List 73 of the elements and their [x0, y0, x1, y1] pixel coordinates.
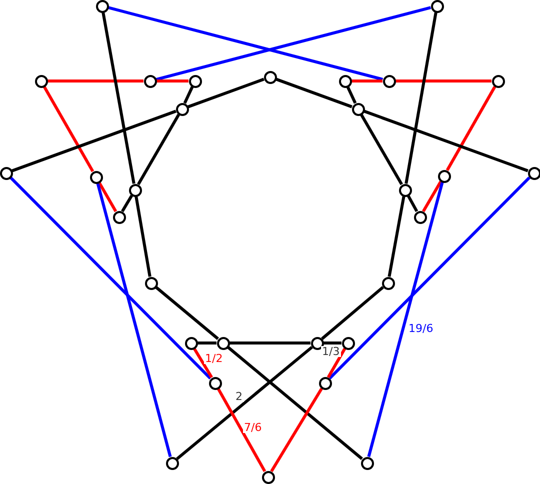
vertex-circle — [144, 74, 156, 88]
line-segment — [326, 348, 346, 378]
vertex-circle — [310, 336, 324, 350]
line-segment — [230, 342, 310, 344]
line-segment — [137, 114, 180, 186]
vertex-circle — [438, 170, 450, 182]
line-segment — [422, 180, 442, 212]
edge-label: 2 — [234, 390, 244, 402]
line-segment — [121, 194, 133, 212]
line-segment — [364, 110, 528, 172]
vertex-circle — [382, 74, 396, 88]
vertex-circle — [398, 184, 412, 196]
line-segment — [176, 346, 313, 460]
line-segment — [96, 182, 172, 458]
edge-label: 7/6 — [243, 422, 263, 432]
vertex-circle — [492, 74, 504, 88]
line-segment — [360, 114, 403, 186]
line-segment — [188, 78, 264, 108]
vertex-circle — [352, 102, 364, 116]
edge-label: 19/6 — [408, 322, 434, 334]
line-segment — [346, 86, 357, 104]
line-segment — [367, 182, 444, 458]
line-segment — [48, 80, 144, 82]
vertex-circle — [176, 102, 188, 116]
line-segment — [98, 182, 118, 212]
line-segment — [324, 342, 342, 344]
line-segment — [10, 176, 212, 380]
line-segment — [193, 348, 213, 378]
vertex-circle — [318, 376, 332, 390]
vertex-circle — [188, 74, 202, 88]
vertex-circle — [360, 456, 374, 470]
line-segment — [396, 80, 492, 82]
line-segment — [134, 196, 152, 277]
vertex-circle — [216, 336, 230, 350]
line-segment — [270, 388, 323, 472]
vertex-circle — [144, 276, 158, 290]
line-segment — [216, 388, 266, 472]
line-segment — [42, 86, 94, 172]
vertex-circle — [528, 166, 540, 180]
line-segment — [108, 6, 384, 81]
vertex-circle — [382, 276, 394, 290]
vertex-circle — [128, 184, 142, 196]
line-segment — [198, 342, 216, 344]
line-segment — [276, 78, 352, 108]
vertex-circle — [112, 210, 126, 224]
vertex-circle — [96, 0, 108, 12]
line-segment — [183, 86, 194, 104]
line-segment — [406, 194, 418, 212]
vertex-circle — [0, 166, 12, 180]
line-segment — [227, 346, 363, 460]
line-segment — [156, 6, 432, 81]
vertex-circle — [414, 210, 426, 224]
line-segment — [404, 12, 438, 184]
line-segment — [352, 80, 382, 82]
line-segment — [328, 176, 530, 380]
vertex-circle — [264, 70, 276, 84]
line-segment — [155, 286, 219, 340]
line-segment — [12, 110, 176, 172]
line-segment — [446, 86, 496, 172]
line-segment — [321, 286, 384, 340]
edge-label: 1/2 — [204, 352, 224, 364]
edge-label: 1/3 — [321, 346, 341, 356]
vertex-circle — [342, 336, 354, 350]
vertex-circle — [184, 336, 198, 350]
vertex-circle — [338, 74, 352, 88]
vertex-circle — [90, 170, 102, 184]
vertex-circle — [262, 470, 274, 484]
vertex-circle — [166, 456, 178, 470]
vertex-circle — [34, 74, 48, 88]
vertex-circle — [430, 0, 444, 12]
line-segment — [156, 80, 188, 82]
line-segment — [102, 12, 136, 184]
vertex-circle — [208, 376, 222, 390]
